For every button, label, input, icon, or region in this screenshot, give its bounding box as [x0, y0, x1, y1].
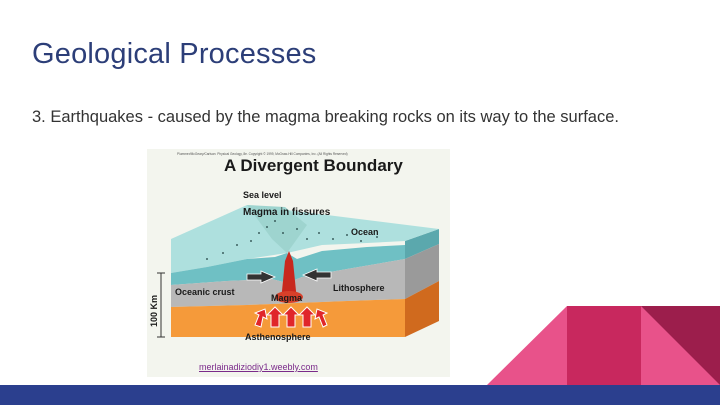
magma-plume: [281, 251, 297, 301]
label-ocean: Ocean: [351, 227, 379, 237]
depth-scale-label: 100 Km: [149, 295, 159, 327]
diagram-title: A Divergent Boundary: [224, 156, 403, 175]
bottom-bar: [0, 385, 720, 405]
magma-chamber: [275, 291, 303, 303]
block-right-face-asthenosphere: [405, 281, 439, 337]
label-magma: Magma: [271, 293, 303, 303]
ridge-top: [247, 205, 307, 253]
label-magma-in-fissures: Magma in fissures: [243, 207, 331, 218]
block-right-face-ocean: [405, 229, 439, 259]
source-link[interactable]: merlainadiziodiy1.weebly.com: [199, 362, 318, 372]
fissure-dots: [206, 220, 378, 260]
spreading-arrow-left: [246, 270, 277, 284]
label-oceanic-crust: Oceanic crust: [175, 287, 235, 297]
slide-body-text: 3. Earthquakes - caused by the magma bre…: [32, 108, 619, 126]
block-right-face-crust: [405, 244, 439, 299]
label-asthenosphere: Asthenosphere: [245, 332, 311, 342]
divergent-boundary-diagram: Plummer/McGeary/Carlson: Physical Geolog…: [147, 149, 450, 377]
label-sea-level: Sea level: [243, 190, 282, 200]
diagram-copyright: Plummer/McGeary/Carlson: Physical Geolog…: [177, 152, 348, 156]
label-lithosphere: Lithosphere: [333, 283, 385, 293]
magma-upward-arrows: [253, 306, 329, 328]
slide-title: Geological Processes: [32, 38, 317, 70]
ocean-surface: [171, 205, 439, 273]
spreading-arrow-right: [301, 268, 332, 282]
